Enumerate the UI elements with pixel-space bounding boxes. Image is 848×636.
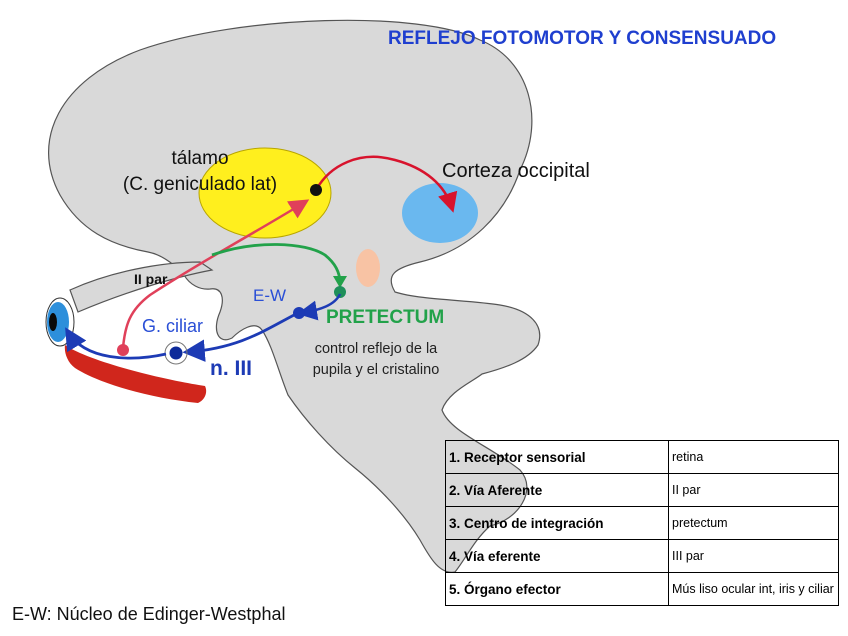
table-cell-value: Mús liso ocular int, iris y ciliar	[668, 572, 839, 606]
table-cell-value: pretectum	[668, 506, 839, 540]
ciliary-muscle	[64, 345, 207, 403]
efferent-pathway-n-iii	[182, 312, 297, 362]
pretectal-nucleus	[356, 249, 380, 287]
table-row: 2. Vía Aferente II par	[445, 473, 839, 507]
table-cell-key: 5. Órgano efector	[445, 572, 669, 606]
eye-pupil	[49, 313, 57, 331]
table-cell-key: 1. Receptor sensorial	[445, 440, 669, 474]
pretectum-label: PRETECTUM	[326, 307, 445, 328]
pretectum-node	[334, 286, 346, 298]
n-iii-label: n. III	[210, 357, 252, 380]
thalamus-label-line2: (C. geniculado lat)	[122, 174, 278, 195]
postganglionic-fibers	[65, 327, 167, 360]
geniculate-node	[310, 184, 322, 196]
ew-label: E-W	[253, 286, 287, 305]
table-row: 5. Órgano efector Mús liso ocular int, i…	[445, 572, 839, 606]
control-caption-line2: pupila y el cristalino	[312, 362, 440, 378]
table-cell-value: II par	[668, 473, 839, 507]
thalamus-label-line1: tálamo	[171, 148, 229, 169]
pretectal-arrowhead	[333, 276, 347, 288]
footnote: E-W: Núcleo de Edinger-Westphal	[12, 604, 286, 624]
table-cell-value: retina	[668, 440, 839, 474]
pretectal-pathway	[211, 243, 342, 284]
table-cell-key: 2. Vía Aferente	[445, 473, 669, 507]
occipital-cortex	[402, 183, 478, 243]
ciliary-ganglion-label: G. ciliar	[142, 316, 204, 336]
edinger-westphal-node	[293, 307, 305, 319]
table-cell-value: III par	[668, 539, 839, 573]
retina-node	[117, 344, 129, 356]
cortex-label: Corteza occipital	[442, 160, 590, 182]
ciliary-ganglion-node	[169, 346, 183, 360]
optic-nerve	[69, 261, 214, 313]
ii-par-label: II par	[134, 271, 168, 287]
afferent-pathway	[121, 199, 310, 349]
diagram-title: REFLEJO FOTOMOTOR Y CONSENSUADO	[388, 28, 777, 49]
table-cell-key: 4. Vía eferente	[445, 539, 669, 573]
eye-iris	[47, 302, 69, 342]
control-caption-line1: control reflejo de la	[314, 341, 438, 357]
geniculo-cortical-pathway	[314, 155, 458, 213]
control-caption: control reflejo de la pupila y el crista…	[296, 339, 456, 381]
efferent-pathway-ew	[297, 293, 342, 321]
table-row: 4. Vía eferente III par	[445, 539, 839, 573]
thalamus-label: tálamo (C. geniculado lat)	[100, 146, 300, 198]
reflex-components-table: 1. Receptor sensorial retina 2. Vía Afer…	[445, 440, 839, 606]
table-cell-key: 3. Centro de integración	[445, 506, 669, 540]
table-row: 3. Centro de integración pretectum	[445, 506, 839, 540]
table-row: 1. Receptor sensorial retina	[445, 440, 839, 474]
